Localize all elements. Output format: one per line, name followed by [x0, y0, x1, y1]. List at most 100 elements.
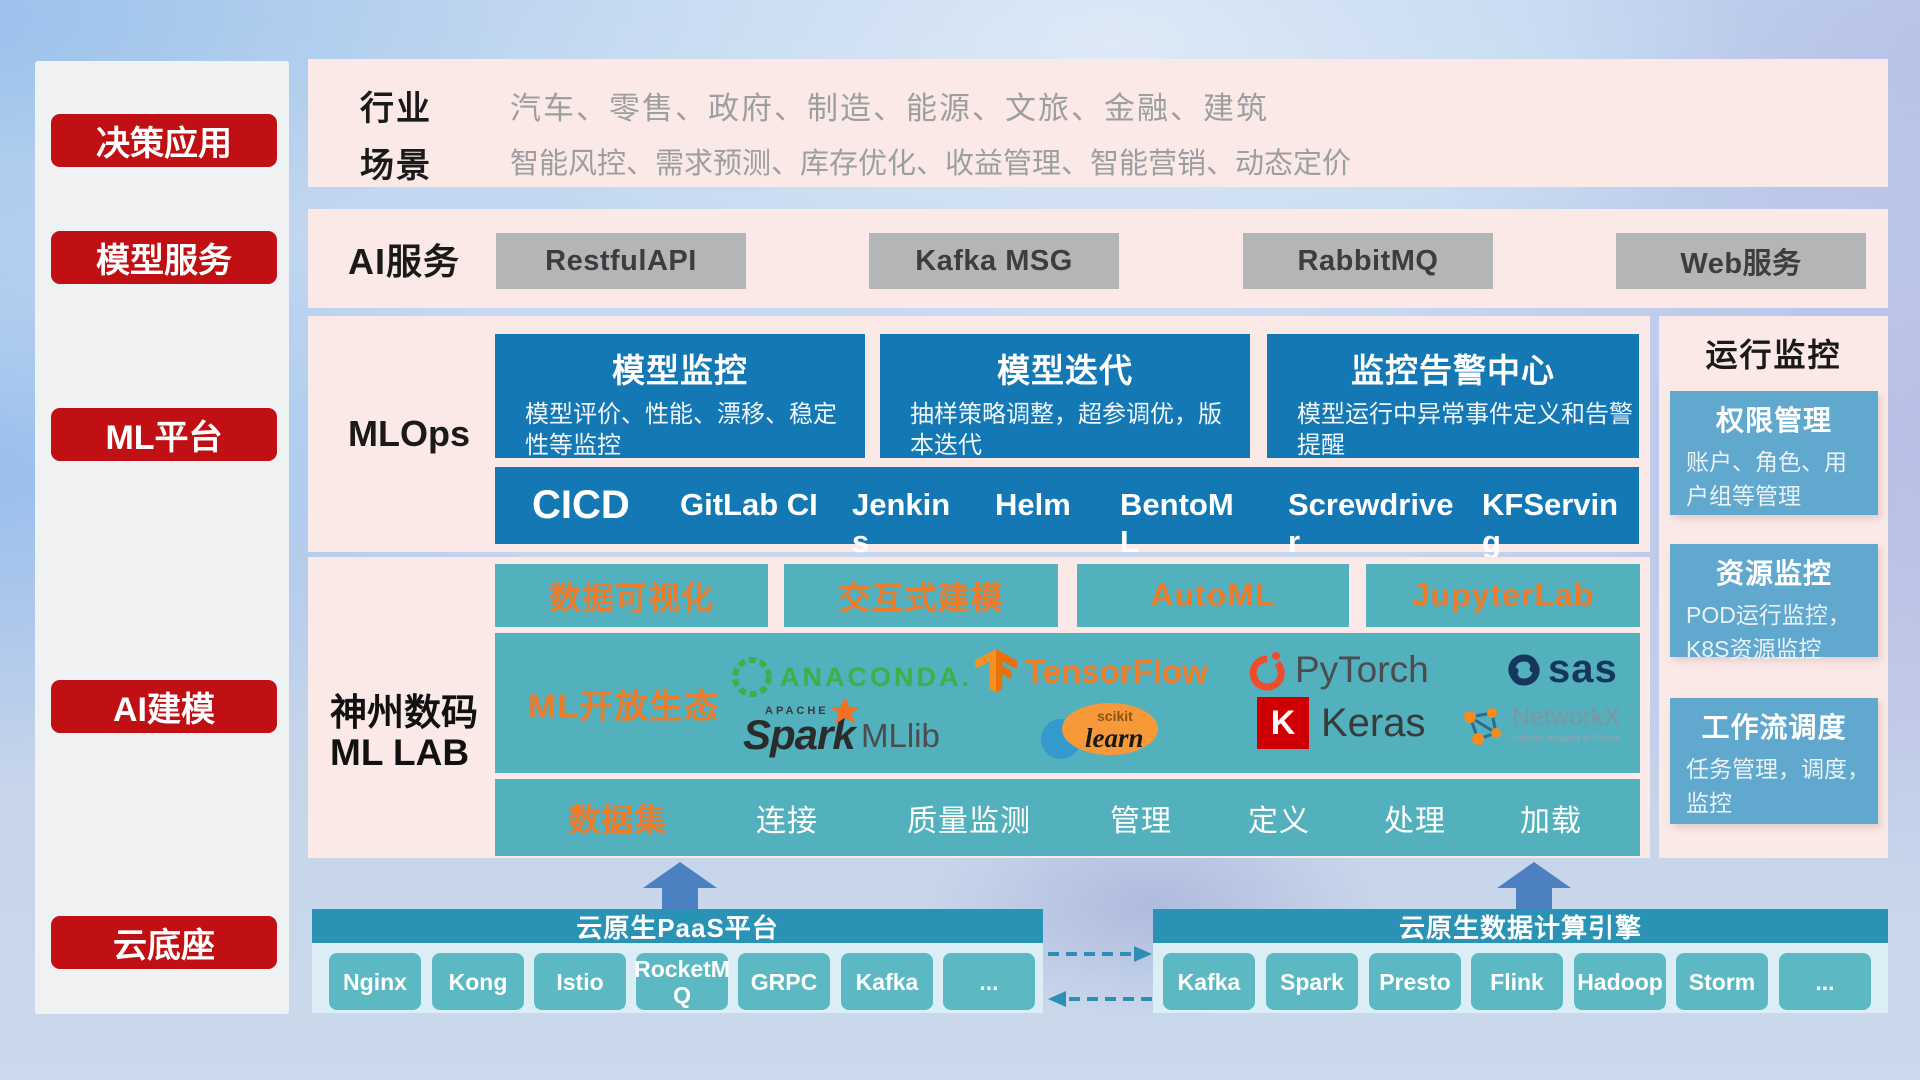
data-engine-group-title: 云原生数据计算引擎	[1153, 909, 1888, 943]
mlops-box-model-iteration: 模型迭代 抽样策略调整，超参调优，版 本迭代	[880, 334, 1250, 459]
data-engine-group: 云原生数据计算引擎 Kafka Spark Presto Flink Hadoo…	[1153, 909, 1888, 1013]
mlops-panel: MLOps 模型监控 模型评价、性能、漂移、稳定 性等监控 模型迭代 抽样策略调…	[308, 316, 1650, 559]
layer-chip-ml-platform: ML平台	[51, 408, 277, 461]
cicd-item-screwdriver: Screwdrive r	[1288, 487, 1454, 559]
service-box-rabbitmq: RabbitMQ	[1243, 233, 1493, 289]
pytorch-wordmark: PyTorch	[1295, 649, 1429, 690]
mllab-label: 神州数码 ML LAB	[330, 691, 478, 773]
mlops-box-alert-center: 监控告警中心 模型运行中异常事件定义和告警 提醒	[1267, 334, 1639, 459]
engine-node-spark: Spark	[1266, 953, 1358, 1010]
industry-items: 汽车、零售、政府、制造、能源、文旅、金融、建筑	[510, 91, 1269, 126]
ai-service-panel: AI服务 RestfulAPI Kafka MSG RabbitMQ Web服务	[308, 209, 1888, 308]
up-arrow-left-icon	[643, 862, 717, 909]
paas-node-kafka: Kafka	[841, 953, 933, 1010]
mlops-box-title: 监控告警中心	[1351, 352, 1555, 389]
mllab-panel: 神州数码 ML LAB 数据可视化 交互式建模 AutoML JupyterLa…	[308, 557, 1650, 858]
mlops-box-model-monitor: 模型监控 模型评价、性能、漂移、稳定 性等监控	[495, 334, 865, 459]
layer-chip-cloud-base: 云底座	[51, 916, 277, 969]
layer-chip-ai-modeling: AI建模	[51, 680, 277, 733]
logo-sas: sas	[1502, 647, 1618, 692]
engine-node-storm: Storm	[1676, 953, 1768, 1010]
paas-node-rocketmq: RocketM Q	[634, 953, 730, 1010]
cicd-item-bentoml: BentoM L	[1120, 487, 1234, 559]
keras-icon: K	[1257, 697, 1309, 749]
logo-scikit-learn: scikit learn	[1035, 699, 1165, 761]
engine-node-presto: Presto	[1369, 953, 1461, 1010]
scikit-top-text: scikit	[1097, 708, 1133, 724]
keras-k-letter: K	[1270, 703, 1296, 742]
logo-anaconda: ANACONDA.	[730, 655, 972, 699]
monitor-box-workflow: 工作流调度 任务管理，调度， 监控	[1670, 698, 1878, 824]
ml-ecosystem-box: ML开放生态 ANACONDA. TensorFlow	[495, 633, 1640, 773]
paas-node-istio: Istio	[534, 953, 626, 1010]
monitor-box-desc: POD运行监控， K8S资源监控	[1686, 602, 1851, 662]
layer-chip-decision-apps: 决策应用	[51, 114, 277, 167]
tool-box-automl: AutoML	[1077, 564, 1349, 627]
engine-node-kafka: Kafka	[1163, 953, 1255, 1010]
logo-pytorch: PyTorch	[1247, 647, 1429, 693]
service-box-kafka-msg: Kafka MSG	[869, 233, 1119, 289]
service-box-restfulapi: RestfulAPI	[496, 233, 746, 289]
cicd-item-kfserving: KFServin g	[1482, 487, 1619, 559]
layer-sidebar: 决策应用 模型服务 ML平台 AI建模 云底座	[35, 61, 289, 1014]
spark-star-icon	[827, 695, 863, 728]
monitor-box-permission: 权限管理 账户、角色、用 户组等管理	[1670, 391, 1878, 515]
layer-chip-model-service: 模型服务	[51, 231, 277, 284]
engine-node-flink: Flink	[1471, 953, 1563, 1010]
keras-wordmark: Keras	[1321, 700, 1426, 745]
scikit-learn-text: learn	[1085, 723, 1144, 753]
scikit-learn-icon: scikit learn	[1035, 699, 1165, 761]
tool-box-jupyterlab: JupyterLab	[1366, 564, 1640, 627]
cicd-item-gitlab-ci: GitLab CI	[680, 487, 818, 522]
mlops-box-title: 模型监控	[612, 352, 748, 389]
paas-node-more: ...	[943, 953, 1035, 1010]
dashed-arrow-right-icon	[1048, 944, 1152, 964]
dataset-item-process: 处理	[1384, 804, 1446, 838]
up-arrow-right-icon	[1497, 862, 1571, 909]
logo-tensorflow: TensorFlow	[975, 649, 1208, 695]
mlops-label: MLOps	[348, 413, 470, 454]
service-box-web: Web服务	[1616, 233, 1866, 289]
cicd-item-jenkins: Jenkin s	[852, 487, 951, 559]
monitor-box-resource: 资源监控 POD运行监控， K8S资源监控	[1670, 544, 1878, 662]
anaconda-wordmark: ANACONDA.	[780, 661, 972, 692]
industry-scenario-panel: 行业 汽车、零售、政府、制造、能源、文旅、金融、建筑 场景 智能风控、需求预测、…	[308, 59, 1888, 187]
networkx-wordmark: NetworkX	[1512, 703, 1621, 731]
engine-node-more: ...	[1779, 953, 1871, 1010]
pytorch-icon	[1247, 647, 1287, 693]
sas-icon	[1502, 648, 1546, 692]
dashed-arrow-left-icon	[1048, 989, 1152, 1009]
cicd-item-helm: Helm	[995, 487, 1071, 522]
runtime-monitor-title: 运行监控	[1705, 337, 1842, 373]
dataset-item-connect: 连接	[756, 804, 818, 838]
tensorflow-wordmark: TensorFlow	[1025, 653, 1208, 690]
networkx-subtitle: Network Analysis in Python	[1512, 733, 1621, 743]
paas-group: 云原生PaaS平台 Nginx Kong Istio RocketM Q GRP…	[312, 909, 1043, 1013]
cicd-bar: CICD GitLab CI Jenkin s Helm BentoM L Sc…	[495, 467, 1639, 559]
runtime-monitor-panel: 运行监控 权限管理 账户、角色、用 户组等管理 资源监控 POD运行监控， K8…	[1659, 316, 1888, 858]
paas-node-kong: Kong	[432, 953, 524, 1010]
monitor-box-title: 权限管理	[1715, 405, 1832, 436]
monitor-box-title: 资源监控	[1715, 558, 1832, 589]
mlops-box-desc: 抽样策略调整，超参调优，版 本迭代	[910, 401, 1222, 459]
dataset-label: 数据集	[568, 801, 668, 838]
ml-ecosystem-label: ML开放生态	[528, 687, 720, 726]
monitor-box-desc: 任务管理，调度， 监控	[1686, 756, 1870, 816]
paas-group-title: 云原生PaaS平台	[312, 909, 1043, 943]
mlops-box-title: 模型迭代	[997, 352, 1133, 389]
sas-wordmark: sas	[1548, 647, 1618, 691]
spark-apache-text: APACHE	[765, 705, 829, 717]
logo-keras: K Keras	[1257, 697, 1426, 749]
dataset-bar: 数据集 连接 质量监测 管理 定义 处理 加载	[495, 779, 1640, 856]
scenario-items: 智能风控、需求预测、库存优化、收益管理、智能营销、动态定价	[510, 148, 1352, 180]
monitor-box-title: 工作流调度	[1701, 712, 1847, 743]
mlops-box-desc: 模型评价、性能、漂移、稳定 性等监控	[525, 401, 837, 459]
tool-box-data-visualization: 数据可视化	[495, 564, 768, 627]
monitor-box-desc: 账户、角色、用 户组等管理	[1686, 449, 1847, 509]
dataset-item-quality: 质量监测	[907, 804, 1031, 838]
cicd-label: CICD	[532, 483, 630, 527]
mlops-box-desc: 模型运行中异常事件定义和告警 提醒	[1297, 401, 1633, 459]
scenario-label: 场景	[360, 147, 432, 185]
paas-node-nginx: Nginx	[329, 953, 421, 1010]
